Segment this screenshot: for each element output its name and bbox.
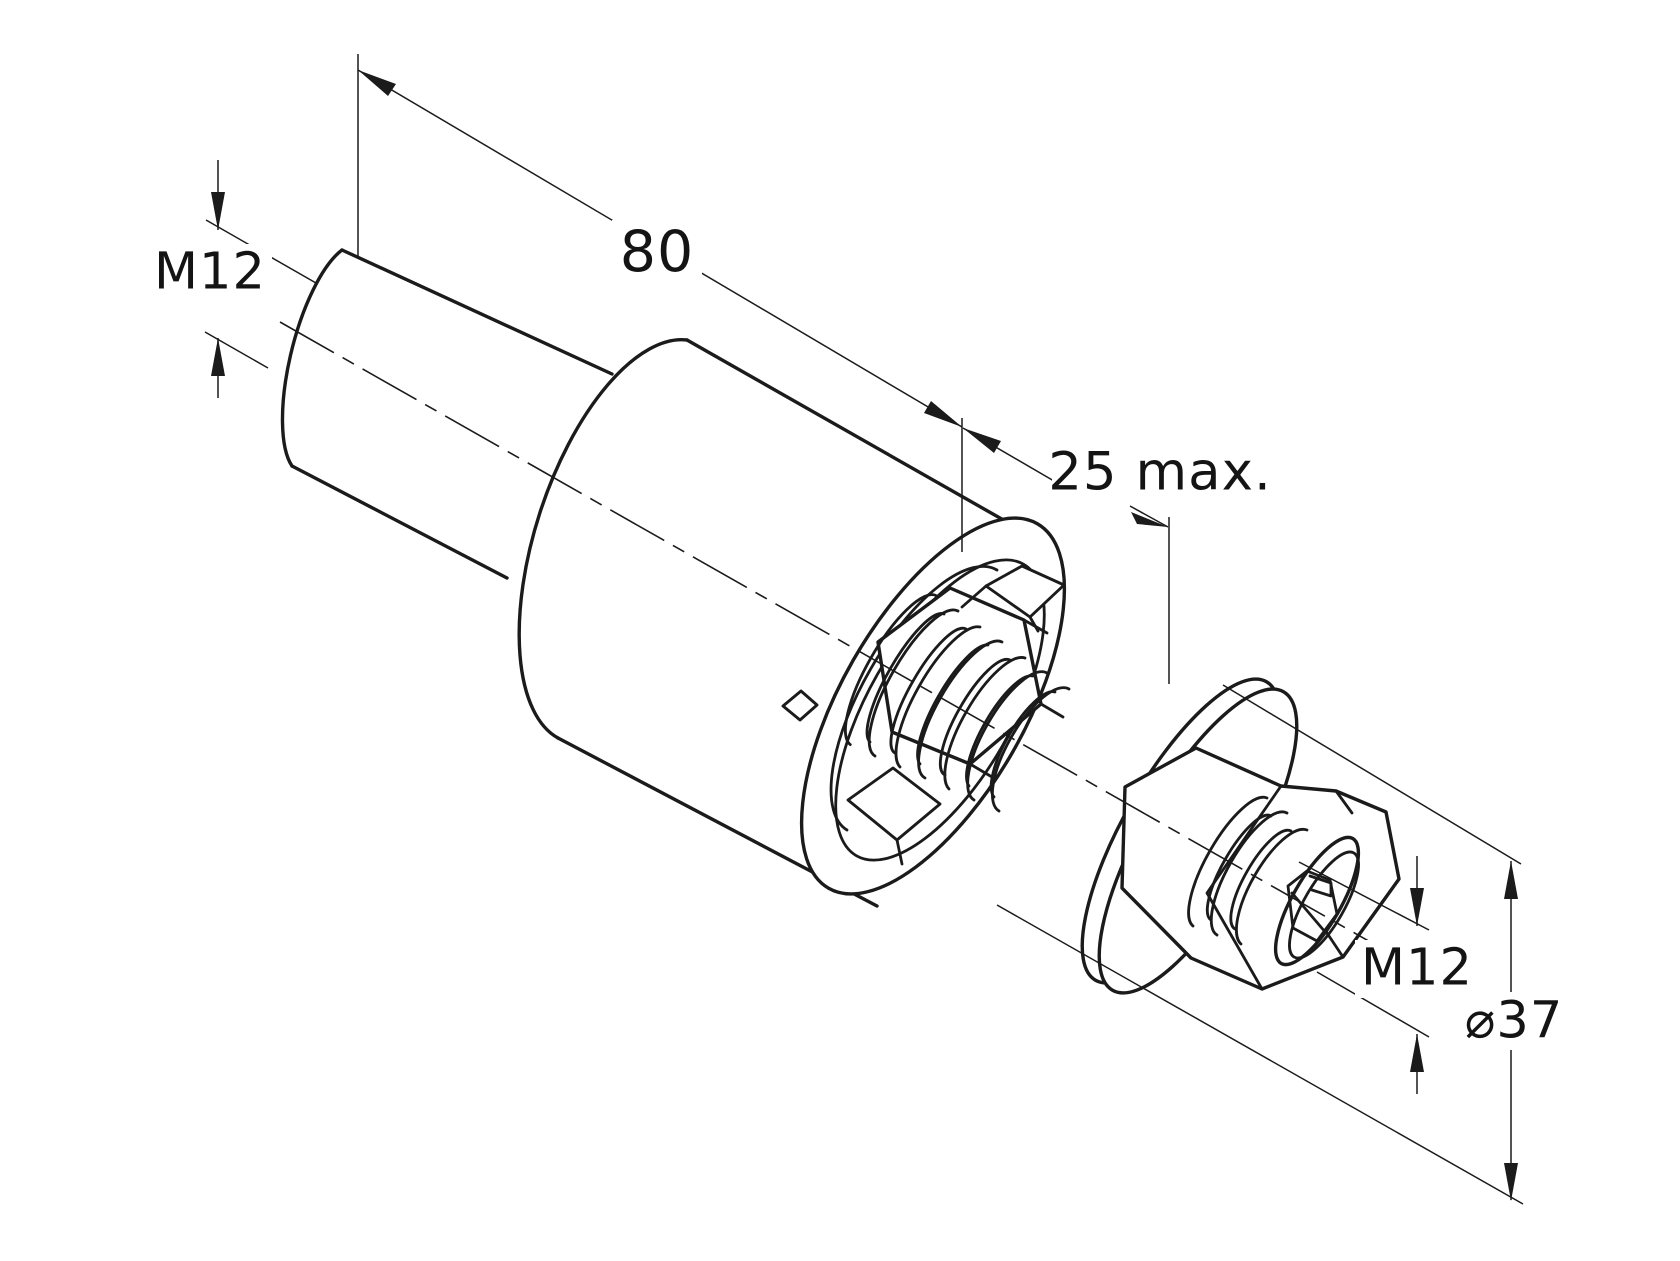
arrowhead-down xyxy=(1504,1163,1518,1201)
stud-tip-end xyxy=(1273,835,1361,967)
thread-crest-arc xyxy=(943,656,1027,791)
tip-thread-crest-arc xyxy=(1235,827,1309,946)
thread-crest-arc xyxy=(917,639,1004,780)
label-bg xyxy=(1452,992,1576,1050)
cylinder-top-silhouette xyxy=(685,338,1016,528)
arrowhead-up xyxy=(1504,861,1518,899)
nut-face-edge xyxy=(1334,789,1354,815)
tip-chamfer-ring xyxy=(1288,850,1360,960)
label-bg xyxy=(1052,438,1268,504)
dimension-washer-diameter-37: ⌀37 xyxy=(996,684,1576,1205)
thread-crest-arc xyxy=(966,670,1049,802)
dimension-tip-thread-m12-right: M12 xyxy=(1298,856,1479,1094)
hex-socket-facet-line xyxy=(1308,874,1333,898)
hex-socket-outline xyxy=(1286,869,1339,943)
dimension-stud-thread-m12-left: M12 xyxy=(148,160,317,398)
thread-root-arc xyxy=(965,674,1035,788)
thread-crest-arc xyxy=(894,625,982,769)
extension-tick-bottom xyxy=(204,331,269,369)
thread-root-arc xyxy=(989,690,1057,799)
label-overall-length: 80 xyxy=(620,219,695,285)
insert-side-notch xyxy=(781,689,819,722)
dimension-tail-right xyxy=(1129,505,1169,528)
insert-bottom-key-edge xyxy=(895,838,904,866)
stud-bottom-silhouette xyxy=(290,464,509,580)
tip-thread-crest-arc xyxy=(1209,810,1289,937)
label-tip-thread: M12 xyxy=(1361,939,1473,998)
thread-root-arc xyxy=(916,643,990,766)
thread-crest-arc xyxy=(990,686,1071,813)
extension-tick-bottom xyxy=(1316,971,1430,1038)
tip-thread-root-arc xyxy=(1205,813,1273,922)
arrowhead-left xyxy=(358,70,396,96)
label-bg xyxy=(1355,940,1479,998)
insert-bottom-key-tab xyxy=(846,766,942,842)
arrowhead-down xyxy=(211,192,225,230)
stud-tip-threads xyxy=(1187,795,1309,946)
hex-insert-depth-edge xyxy=(1039,702,1065,719)
thread-root-arc xyxy=(889,626,968,755)
arrowhead-down xyxy=(1410,888,1424,926)
dimension-free-thread-25max: 25 max. xyxy=(962,427,1272,684)
arrowhead-left xyxy=(963,428,1001,453)
extension-tick-top xyxy=(1298,861,1430,931)
tip-thread-root-arc xyxy=(1229,828,1293,931)
cone-transition xyxy=(517,337,689,740)
tip-thread-crest-arc xyxy=(1187,795,1269,928)
dimension-overall-length-80: 80 xyxy=(357,54,963,552)
label-stud-thread: M12 xyxy=(154,243,266,302)
label-bg xyxy=(612,220,702,284)
extension-line-bottom xyxy=(996,904,1524,1205)
label-free-thread-length: 25 max. xyxy=(1048,442,1272,503)
hex-insert-depth-edge xyxy=(968,762,994,779)
insert-top-key-tab xyxy=(984,564,1066,619)
stud-top-silhouette xyxy=(340,248,614,376)
thread-root-arc xyxy=(865,612,946,744)
cone-fillet-arc xyxy=(517,337,689,740)
insert-top-key-edge xyxy=(960,584,1040,633)
extension-line-top xyxy=(1222,684,1522,865)
arrowhead-right xyxy=(924,401,962,427)
left-stud-m12 xyxy=(280,248,614,580)
cavity-inner-wall-arc xyxy=(829,565,999,832)
center-axis-line xyxy=(279,321,1461,994)
stud-end-cap-arc xyxy=(280,248,344,468)
arrowhead-up xyxy=(1410,1034,1424,1072)
arrowhead-up xyxy=(211,338,225,376)
arrowhead-right xyxy=(1131,512,1168,527)
label-washer-diameter: ⌀37 xyxy=(1465,992,1564,1051)
hex-socket-depth-line xyxy=(1290,891,1328,935)
label-bg xyxy=(148,244,272,302)
